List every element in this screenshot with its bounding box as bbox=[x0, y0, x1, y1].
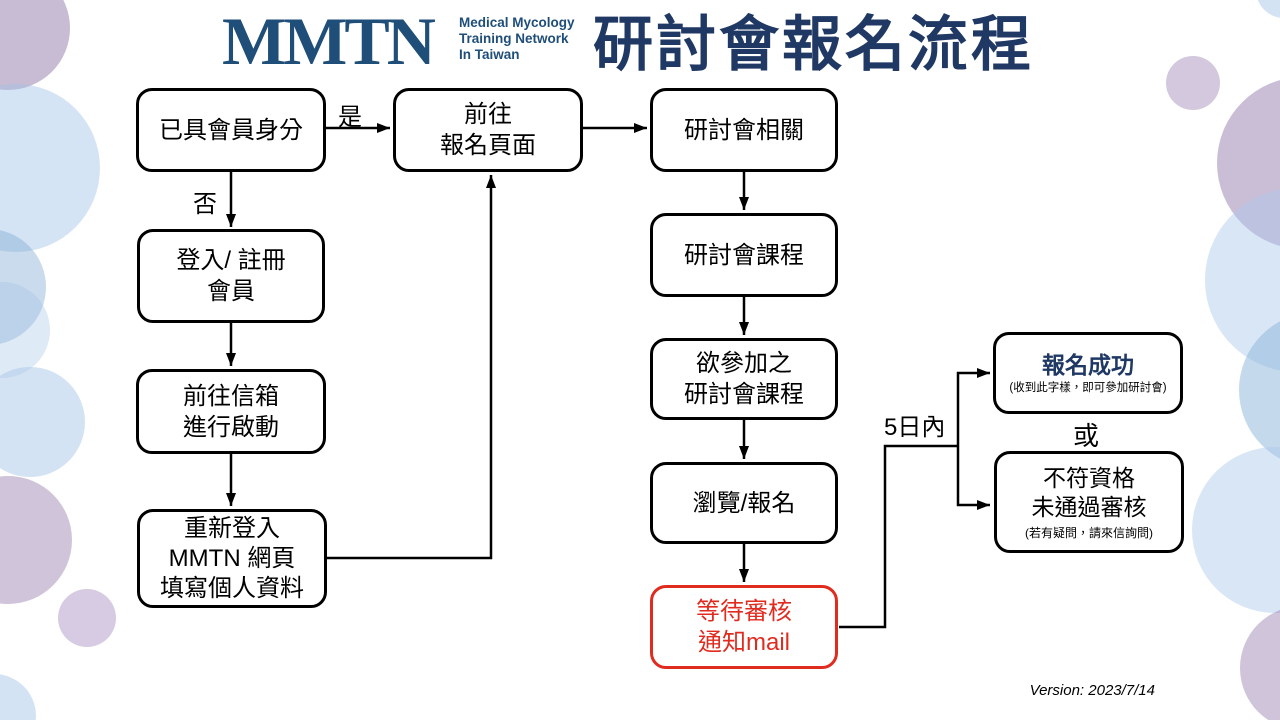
tagline-line: Training Network bbox=[459, 31, 569, 46]
flow-node-member-check: 已具會員身分 bbox=[136, 88, 326, 172]
node-label: 進行啟動 bbox=[183, 413, 279, 441]
flow-node-seminar-related: 研討會相關 bbox=[650, 88, 838, 172]
node-label: 未通過審核 bbox=[1031, 493, 1147, 520]
node-label: 已具會員身分 bbox=[159, 116, 303, 144]
flow-node-wait-review-mail: 等待審核 通知mail bbox=[650, 585, 838, 669]
node-label: 等待審核 bbox=[696, 598, 792, 625]
node-label: 報名頁面 bbox=[440, 132, 536, 159]
edge-label-yes: 是 bbox=[338, 104, 362, 131]
edge-label-within-5-days: 5日內 bbox=[884, 414, 946, 441]
node-label: MMTN 網頁 bbox=[168, 544, 296, 572]
node-label: 研討會相關 bbox=[684, 116, 804, 144]
flow-node-browse-register: 瀏覽/報名 bbox=[650, 462, 838, 544]
flow-node-not-qualified: 不符資格 未通過審核 (若有疑問，請來信詢問) bbox=[994, 451, 1184, 553]
tagline-line: Medical Mycology bbox=[459, 15, 575, 30]
edge-wait-elbow bbox=[839, 444, 958, 629]
version-stamp: Version: 2023/7/14 bbox=[1029, 682, 1155, 699]
node-note: (若有疑問，請來信詢問) bbox=[1025, 525, 1153, 540]
node-note: (收到此字樣，即可參加研討會) bbox=[1009, 381, 1167, 394]
flow-node-desired-course: 欲參加之 研討會課程 bbox=[650, 338, 838, 420]
node-label: 報名成功 bbox=[1042, 351, 1134, 378]
node-label: 會員 bbox=[207, 278, 255, 305]
node-label: 重新登入 bbox=[184, 514, 280, 542]
node-label: 通知mail bbox=[697, 629, 790, 656]
mmtn-logo: MMTN bbox=[222, 3, 436, 79]
page-title: 研討會報名流程 bbox=[593, 11, 1034, 78]
flow-node-goto-registration-page: 前往 報名頁面 bbox=[393, 88, 583, 172]
node-label: 研討會課程 bbox=[684, 241, 804, 269]
mmtn-logo-tagline: Medical Mycology Training Network In Tai… bbox=[459, 15, 575, 63]
tagline-line: In Taiwan bbox=[459, 47, 520, 62]
node-label: 登入/ 註冊 bbox=[176, 247, 286, 274]
edge-label-or: 或 bbox=[1072, 421, 1099, 451]
flow-node-seminar-courses: 研討會課程 bbox=[650, 213, 838, 297]
node-label: 欲參加之 bbox=[696, 350, 792, 377]
flow-node-registration-success: 報名成功 (收到此字樣，即可參加研討會) bbox=[993, 332, 1183, 414]
edge-label-no: 否 bbox=[193, 191, 217, 218]
node-label: 研討會課程 bbox=[684, 381, 804, 408]
edge-relogin-to-registration bbox=[327, 175, 496, 560]
node-label: 瀏覽/報名 bbox=[692, 489, 796, 517]
flow-node-login-register: 登入/ 註冊 會員 bbox=[137, 229, 325, 323]
node-label: 前往信箱 bbox=[183, 382, 279, 410]
flow-node-goto-mailbox-activate: 前往信箱 進行啟動 bbox=[136, 369, 326, 454]
node-label: 前往 bbox=[464, 101, 512, 128]
node-label: 填寫個人資料 bbox=[160, 574, 304, 602]
edge-to-not-qualified bbox=[956, 446, 990, 510]
flow-node-relogin-fill-profile: 重新登入 MMTN 網頁 填寫個人資料 bbox=[137, 509, 327, 608]
node-label: 不符資格 bbox=[1043, 464, 1135, 491]
edge-to-success bbox=[956, 368, 990, 446]
